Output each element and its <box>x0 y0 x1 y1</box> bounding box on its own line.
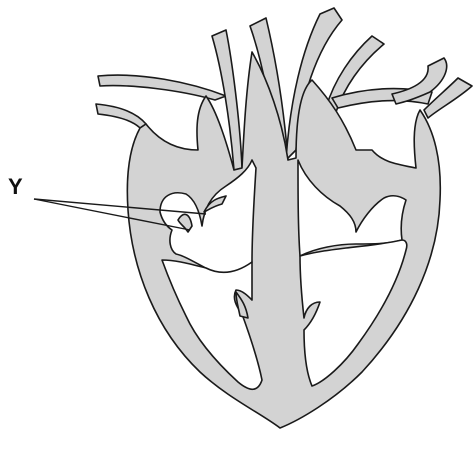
vessel-lower-left <box>96 104 146 128</box>
label-y: Y <box>8 176 23 198</box>
